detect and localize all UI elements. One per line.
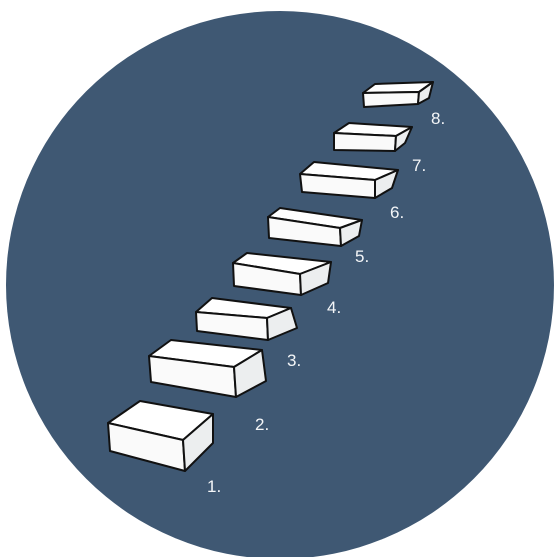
step-5-label: 5. xyxy=(355,247,369,266)
step-1-label: 1. xyxy=(207,477,221,496)
step-1-side-face xyxy=(182,413,214,472)
step-7-label: 7. xyxy=(412,156,426,175)
step-5: 5. xyxy=(267,207,369,266)
step-7-front-face xyxy=(333,132,397,152)
step-7: 7. xyxy=(333,122,426,175)
step-3: 3. xyxy=(195,297,301,370)
step-6-label: 6. xyxy=(390,203,404,222)
step-2: 2. xyxy=(148,339,269,434)
step-8-front-face xyxy=(362,91,420,108)
step-2-side-face xyxy=(233,349,267,398)
step-2-label: 2. xyxy=(255,415,269,434)
step-8-label: 8. xyxy=(431,109,445,128)
step-6: 6. xyxy=(299,161,404,222)
step-3-side-face xyxy=(266,307,298,341)
step-7-side-face xyxy=(394,126,413,152)
step-4-side-face xyxy=(299,261,332,296)
step-6-side-face xyxy=(374,169,399,199)
step-4: 4. xyxy=(232,252,341,317)
step-3-label: 3. xyxy=(287,351,301,370)
step-5-side-face xyxy=(339,219,363,247)
step-1: 1. xyxy=(107,400,221,496)
step-8: 8. xyxy=(362,81,445,128)
step-4-label: 4. xyxy=(327,298,341,317)
step-8-side-face xyxy=(417,81,434,105)
